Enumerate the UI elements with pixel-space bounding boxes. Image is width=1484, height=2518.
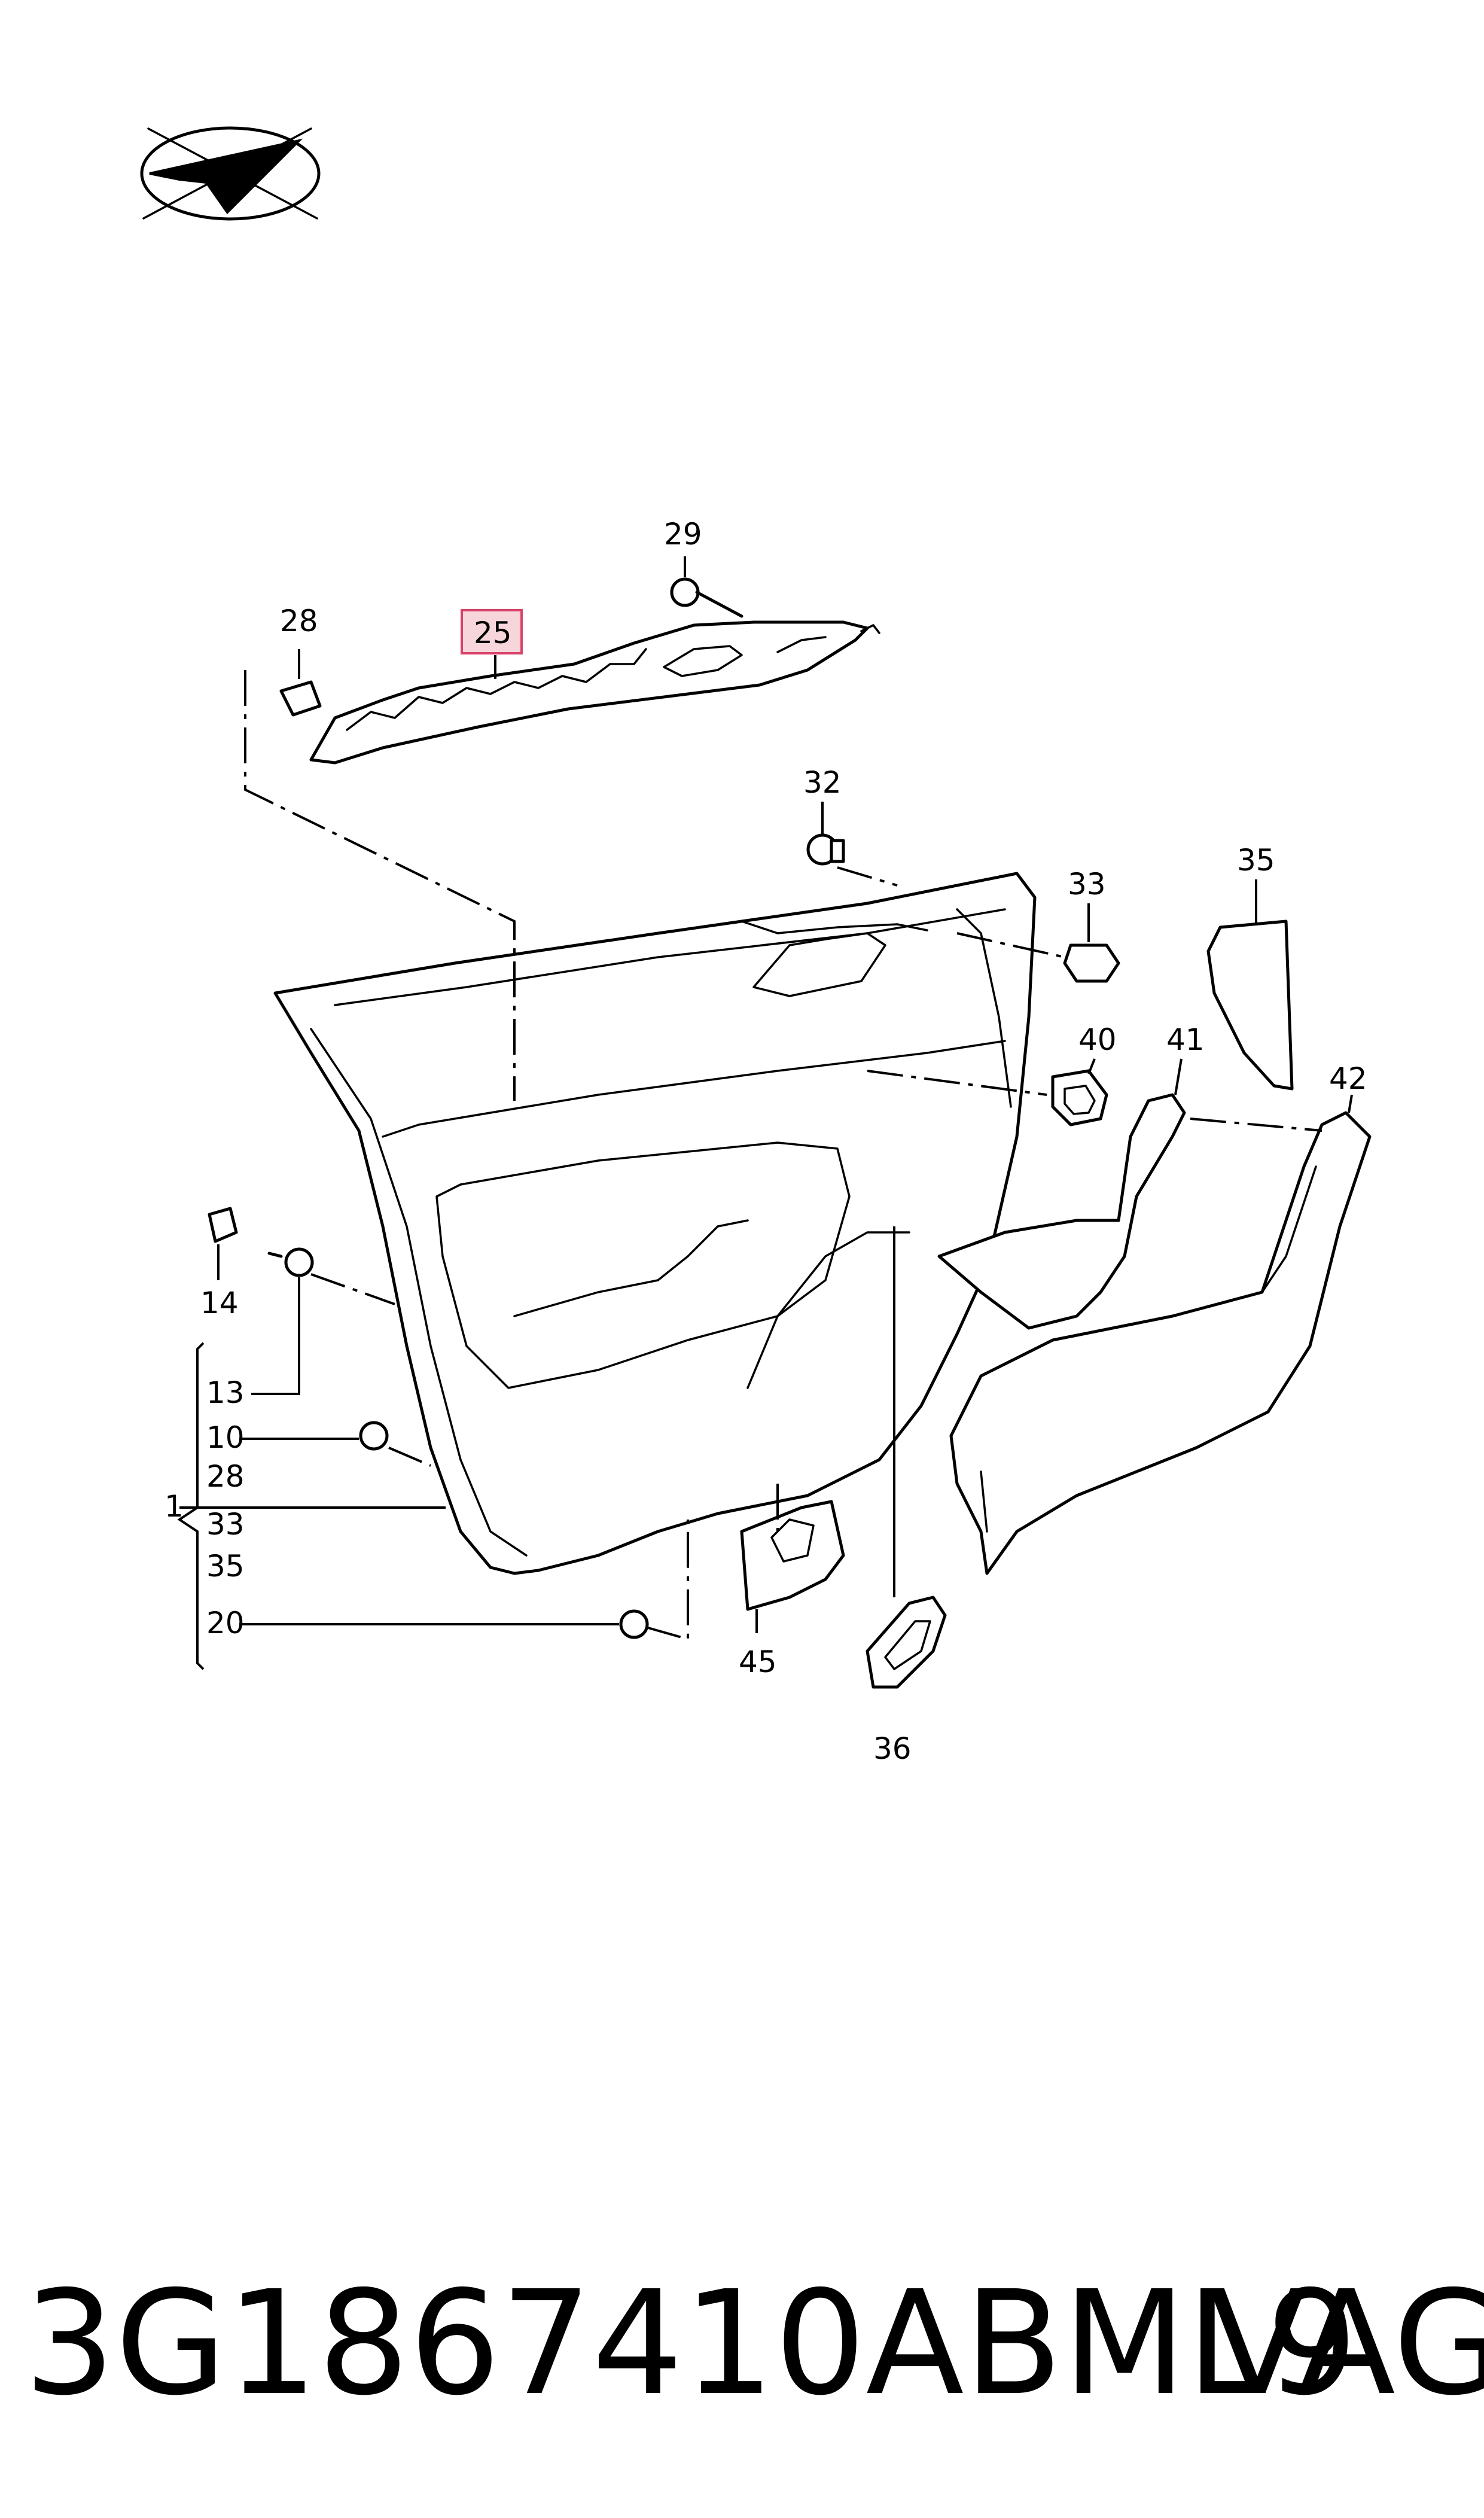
manufacturer-logo xyxy=(140,126,321,221)
callout-33: 33 xyxy=(1068,867,1106,902)
callout-36: 36 xyxy=(873,1731,912,1766)
callout-33-group: 33 xyxy=(206,1507,245,1542)
part-33-connector xyxy=(1063,943,1120,983)
part-42-armrest xyxy=(949,1111,1372,1575)
callout-14: 14 xyxy=(200,1286,239,1320)
part-29-screw xyxy=(670,577,743,618)
callout-35: 35 xyxy=(1237,843,1275,878)
part-40-ring xyxy=(1051,1069,1108,1126)
brand-label: VAG xyxy=(1208,2260,1484,2427)
callout-20: 20 xyxy=(206,1606,245,1640)
leader-lines xyxy=(177,556,1353,1670)
part-36-handle xyxy=(866,1596,947,1689)
part-28-clip xyxy=(279,680,322,717)
door-frame xyxy=(273,872,1037,1575)
callout-41: 41 xyxy=(1166,1022,1205,1057)
part-35-triangle-trim xyxy=(1206,919,1294,1091)
part-45-bracket xyxy=(740,1500,845,1611)
callout-42: 42 xyxy=(1329,1061,1367,1096)
part-number: 3G1867410ABML9 xyxy=(24,2260,1358,2427)
callout-28-top: 28 xyxy=(280,604,318,638)
callout-25: 25 xyxy=(474,616,512,650)
clip-10 xyxy=(359,1421,389,1451)
callout-28: 28 xyxy=(206,1459,245,1494)
part-32-plug xyxy=(806,833,845,866)
callout-29: 29 xyxy=(664,517,702,552)
callout-35-group: 35 xyxy=(206,1549,245,1584)
part-41-armrest-bracket xyxy=(937,1093,1186,1330)
highlight-box-25 xyxy=(461,609,523,654)
callout-32: 32 xyxy=(803,765,842,800)
clip-14 xyxy=(208,1207,238,1243)
callout-40: 40 xyxy=(1078,1022,1117,1057)
clip-13 xyxy=(267,1247,314,1277)
alignment-lines xyxy=(244,670,1323,1641)
clip-20 xyxy=(619,1609,649,1639)
part-25-upper-trim xyxy=(309,620,880,765)
callout-1: 1 xyxy=(164,1489,184,1524)
callout-13: 13 xyxy=(206,1375,245,1410)
callout-45: 45 xyxy=(739,1645,777,1679)
callout-10: 10 xyxy=(206,1420,245,1455)
